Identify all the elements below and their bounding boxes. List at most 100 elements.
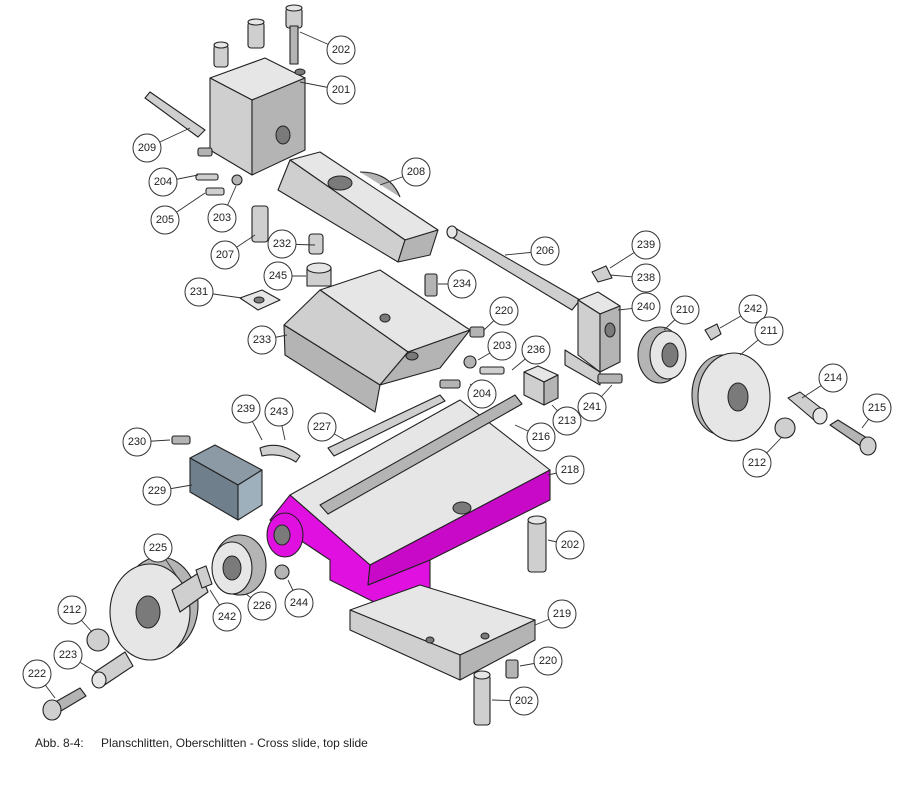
bushing-245 [306, 262, 332, 287]
callout-circle [631, 263, 661, 293]
callout-circle [631, 230, 661, 260]
callout-232: 232 [267, 229, 316, 259]
callout-219: 219 [534, 599, 577, 629]
callout-number: 219 [553, 608, 571, 620]
callout-number: 203 [493, 340, 511, 352]
callout-circle [247, 591, 277, 621]
callout-circle [754, 316, 784, 346]
callout-207: 207 [210, 234, 256, 270]
tool-bit-209 [144, 91, 206, 138]
callout-211: 211 [739, 316, 784, 356]
small-screws-left [195, 147, 243, 196]
callout-circle [530, 236, 560, 266]
callout-241: 241 [577, 384, 613, 422]
callout-number: 225 [149, 542, 167, 554]
callout-number: 214 [824, 372, 842, 384]
gib-227 [327, 394, 446, 457]
callout-circle [631, 292, 661, 322]
callout-circle [247, 325, 277, 355]
clip-238 [591, 265, 613, 283]
callout-239: 239 [231, 394, 263, 441]
pin-234 [424, 273, 438, 297]
callout-circle [467, 379, 497, 409]
callout-212: 212 [742, 436, 783, 478]
callout-202: 202 [491, 686, 539, 716]
callout-238: 238 [609, 263, 661, 293]
callout-242: 242 [209, 589, 242, 632]
screw-202-bottom [473, 674, 491, 726]
callout-230: 230 [122, 427, 171, 457]
callout-number: 234 [453, 278, 471, 290]
callout-number: 209 [138, 142, 156, 154]
callout-circle [326, 75, 356, 105]
callout-number: 220 [495, 305, 513, 317]
callout-circle [526, 422, 556, 452]
callout-number: 201 [332, 84, 350, 96]
callout-circle [284, 588, 314, 618]
callout-circle [231, 394, 261, 424]
callout-225: 225 [143, 533, 179, 579]
nut-203 [463, 355, 477, 369]
callout-205: 205 [150, 192, 206, 235]
callout-circle [552, 406, 582, 436]
screw-232 [308, 233, 324, 255]
callout-number: 216 [532, 431, 550, 443]
clip-243 [259, 444, 301, 463]
callout-number: 210 [676, 304, 694, 316]
callout-233: 233 [247, 325, 288, 355]
callout-226: 226 [245, 591, 277, 621]
callout-number: 226 [253, 600, 271, 612]
callout-number: 232 [273, 238, 291, 250]
callout-210: 210 [663, 295, 700, 331]
callout-circle [148, 167, 178, 197]
tool-holder-201 [209, 57, 306, 176]
callout-circle [547, 599, 577, 629]
spring-clip-242 [704, 323, 722, 341]
callout-234: 234 [438, 269, 477, 299]
cover-229 [189, 444, 263, 521]
screw-207 [251, 205, 269, 243]
knob-212-right [774, 417, 796, 439]
dial-210 [637, 326, 687, 384]
callout-circle [401, 157, 431, 187]
callout-number: 236 [527, 344, 545, 356]
callout-236: 236 [511, 335, 551, 371]
callout-circle [521, 335, 551, 365]
callout-number: 213 [558, 415, 576, 427]
callout-number: 223 [59, 649, 77, 661]
callout-circle [555, 530, 585, 560]
callout-number: 244 [290, 597, 308, 609]
callout-number: 205 [156, 214, 174, 226]
callout-number: 207 [216, 249, 234, 261]
callout-circle [862, 393, 892, 423]
callout-number: 231 [190, 286, 208, 298]
callout-circle [264, 397, 294, 427]
callout-number: 238 [637, 272, 655, 284]
callout-circle [818, 363, 848, 393]
caption-number: Abb. 8-4: [35, 736, 84, 750]
callout-number: 202 [515, 695, 533, 707]
callout-201: 201 [299, 75, 356, 105]
callout-circle [22, 659, 52, 689]
callout-214: 214 [801, 363, 848, 399]
callout-circle [738, 294, 768, 324]
callout-number: 239 [237, 403, 255, 415]
callout-number: 212 [63, 604, 81, 616]
callout-number: 203 [213, 212, 231, 224]
knob-212-left [86, 628, 110, 652]
callout-number: 222 [28, 668, 46, 680]
callout-204: 204 [148, 167, 199, 197]
callout-231: 231 [184, 277, 243, 307]
callout-239: 239 [609, 230, 661, 269]
callout-227: 227 [307, 412, 346, 442]
figure-caption: Abb. 8-4: Planschlitten, Oberschlitten -… [35, 736, 368, 750]
sleeve-223 [91, 651, 134, 689]
callout-212: 212 [57, 595, 93, 633]
callout-circle [57, 595, 87, 625]
callout-229: 229 [142, 476, 193, 506]
callout-circle [150, 205, 180, 235]
callout-208: 208 [379, 157, 431, 187]
callout-number: 233 [253, 334, 271, 346]
callout-202: 202 [299, 31, 356, 65]
